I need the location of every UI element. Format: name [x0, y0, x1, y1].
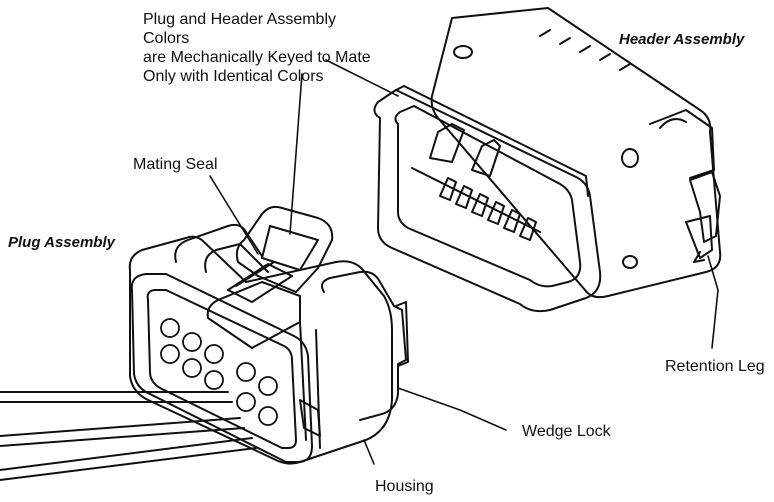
leader-keying-note-header: [325, 59, 399, 97]
plug-face-opening: [146, 289, 297, 449]
plug-wires: [0, 391, 257, 481]
header-assembly-drawing: [373, 7, 722, 313]
header-retention-legs: [685, 171, 721, 259]
plug-latch-arm: [235, 205, 334, 293]
header-back-pins: [539, 29, 631, 71]
housing-label: Housing: [375, 478, 434, 495]
plug-assembly-label: Plug Assembly: [8, 234, 115, 251]
header-rear-shroud: [649, 109, 715, 179]
plug-assembly-drawing: [0, 205, 409, 481]
flange-hole-right: [621, 148, 639, 168]
flange-hole-top: [453, 45, 473, 59]
mating-seal-label: Mating Seal: [133, 156, 218, 173]
plug-wedge-lock: [321, 270, 407, 421]
plug-wire-cavities: [160, 318, 278, 426]
leader-keying-note: [289, 73, 303, 235]
header-opening: [394, 105, 582, 288]
header-assembly-label: Header Assembly: [619, 31, 745, 48]
plug-mating-seal: [227, 261, 293, 303]
keying-note-line-3: Only with Identical Colors: [143, 68, 324, 85]
wedge-lock-label: Wedge Lock: [522, 423, 611, 440]
keying-note-line-1: Plug and Header Assembly Colors: [143, 11, 336, 47]
plug-latch-slide: [206, 281, 301, 349]
leader-lines: [209, 59, 719, 465]
flange-hole-bottom: [622, 255, 638, 269]
header-flange: [430, 7, 722, 299]
leader-retention-leg: [707, 255, 719, 349]
header-keying-posts: [429, 123, 501, 177]
leader-wedge-lock: [397, 387, 507, 431]
plug-housing-body: [128, 235, 393, 465]
header-contact-pins: [439, 177, 537, 241]
header-front-frame: [373, 89, 602, 313]
leader-mating-seal: [209, 175, 259, 255]
plug-front-frame: [130, 273, 313, 463]
leader-housing: [363, 439, 375, 465]
retention-leg-label: Retention Leg: [665, 358, 765, 375]
keying-note-label: Plug and Header Assembly Colors are Mech…: [143, 10, 383, 86]
keying-note-line-2: are Mechanically Keyed to Mate: [143, 49, 371, 66]
